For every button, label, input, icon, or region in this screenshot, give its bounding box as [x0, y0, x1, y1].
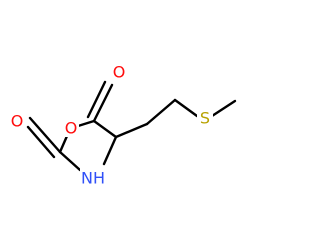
- bond-s-ch3: [210, 99, 237, 118]
- carbonyl-oxygen-top-label: O: [113, 63, 126, 82]
- ring-oxygen-bg: [63, 119, 79, 137]
- bond-ring-o-c2: [58, 134, 69, 154]
- molecule-structure: O O O NH S: [8, 62, 237, 188]
- sulfur-label: S: [200, 109, 210, 128]
- bond-ch2b-s: [173, 98, 199, 118]
- sulfur-bg: [197, 108, 213, 128]
- carbonyl-oxygen-left-label: O: [11, 112, 24, 131]
- nitrogen-bg: [80, 168, 106, 188]
- bond-n-c2: [58, 150, 82, 172]
- bond-ring-o-c5: [76, 119, 96, 128]
- bond-c2-o-left-2: [26, 125, 56, 159]
- carbonyl-oxygen-left-bg: [8, 111, 26, 131]
- ring-oxygen-label: O: [65, 119, 78, 138]
- nitrogen-label: NH: [81, 169, 105, 188]
- bond-c4-ch2a: [114, 122, 149, 139]
- bond-c5-c4: [92, 119, 118, 139]
- carbonyl-oxygen-top-bg: [110, 62, 128, 82]
- bond-c2-o-left-1: [28, 116, 62, 154]
- bond-c5-o-top-2: [86, 80, 107, 119]
- bond-ch2a-ch2b: [145, 98, 177, 126]
- bond-c5-o-top-1: [92, 83, 114, 123]
- bond-c4-n: [102, 135, 118, 166]
